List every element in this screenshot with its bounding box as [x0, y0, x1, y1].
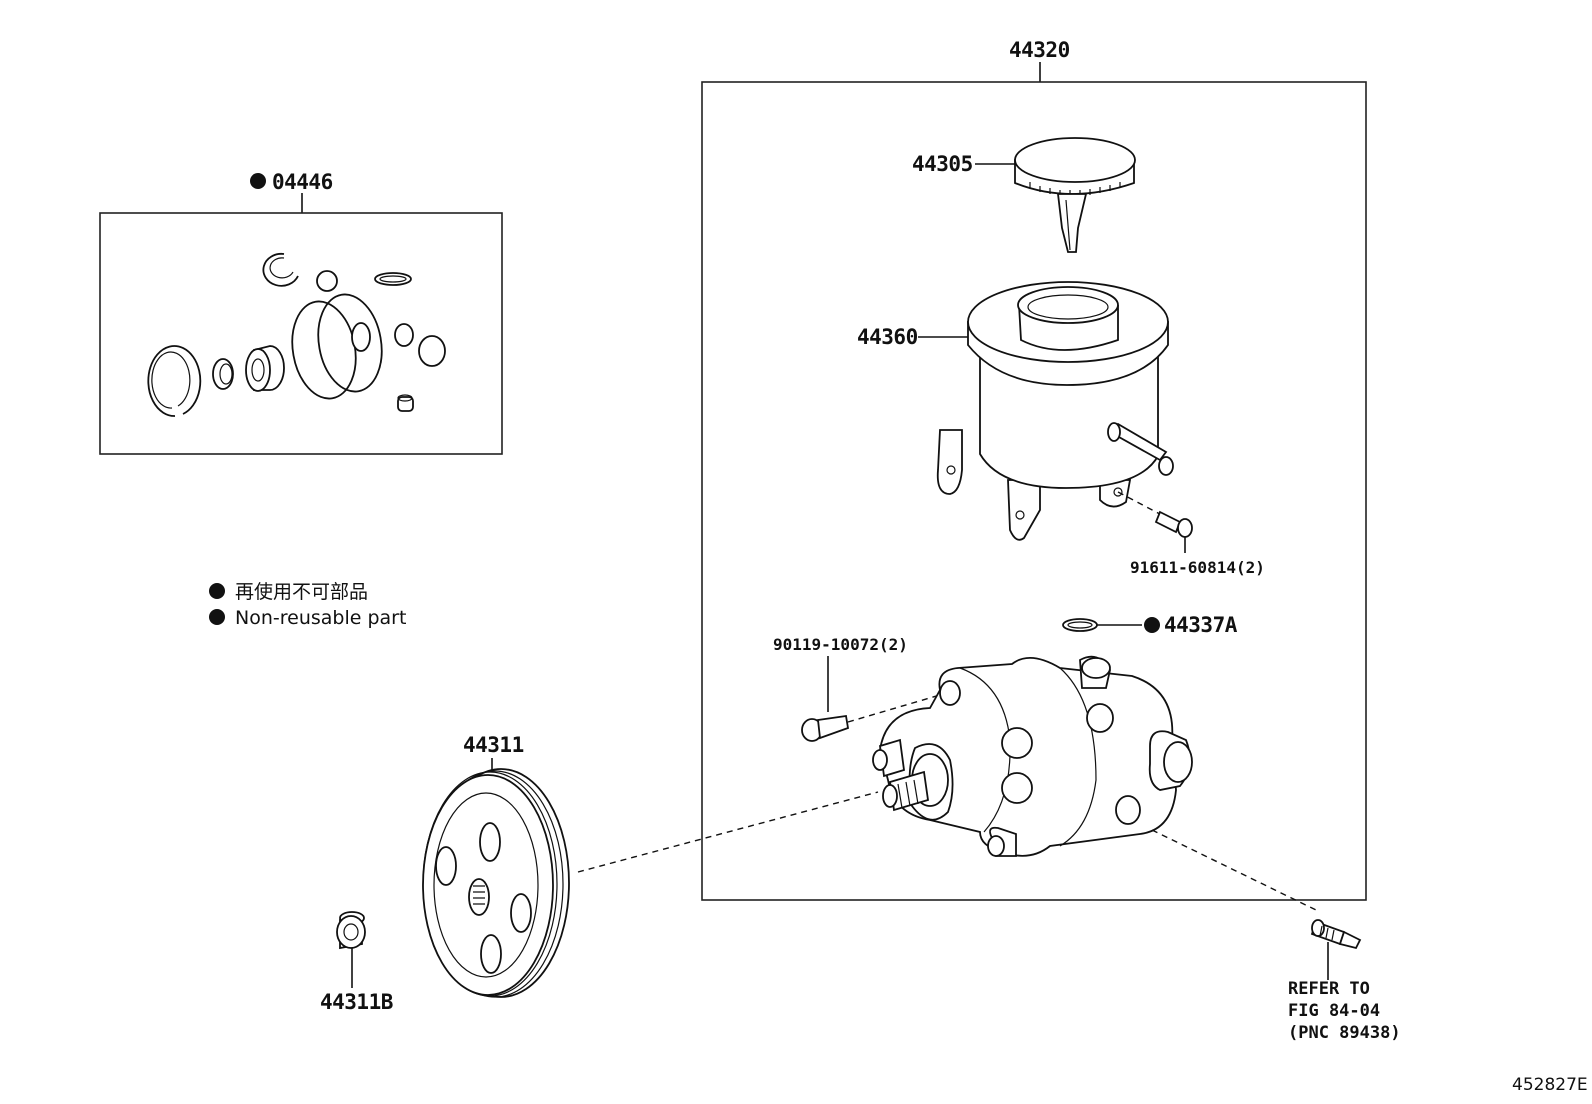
- pressure-sensor-group: REFER TO FIG 84-04 (PNC 89438): [1288, 919, 1401, 1043]
- non-reusable-marker-icon: [1144, 617, 1160, 633]
- large-snap-ring-icon: [147, 345, 202, 417]
- part-label-44311B[interactable]: 44311B: [320, 990, 393, 1014]
- seal-disc-icon: [351, 322, 371, 352]
- plug-icon: [397, 396, 414, 412]
- seal-kit-box: [99, 212, 503, 455]
- part-label-44305[interactable]: 44305: [912, 152, 973, 176]
- spring-ring-icon: [212, 358, 234, 390]
- non-reusable-marker-icon: [209, 583, 225, 599]
- part-label-44311[interactable]: 44311: [463, 733, 524, 757]
- refer-line-2[interactable]: FIG 84-04: [1288, 1001, 1380, 1021]
- small-o-ring-icon: [394, 323, 414, 347]
- non-reusable-marker-icon: [209, 609, 225, 625]
- legend-jp: 再使用不可部品: [235, 581, 368, 603]
- refer-line-3: (PNC 89438): [1288, 1023, 1401, 1043]
- part-label-44320[interactable]: 44320: [1009, 38, 1070, 62]
- part-label-44337A[interactable]: 44337A: [1164, 613, 1238, 637]
- large-o-ring-icon: [291, 300, 357, 400]
- small-o-ring-icon: [418, 335, 446, 367]
- refer-line-1: REFER TO: [1288, 979, 1370, 999]
- small-o-ring-icon: [316, 270, 338, 292]
- part-label-91611-60814[interactable]: 91611-60814(2): [1130, 558, 1265, 577]
- diagram-id: 452827E: [1512, 1075, 1588, 1095]
- snap-ring-icon: [262, 252, 299, 287]
- legend-en: Non-reusable part: [235, 607, 406, 629]
- seal-kit-group: 04446: [99, 170, 503, 455]
- pump-assembly-group: 44320 44305 44360: [701, 38, 1367, 901]
- reservoir-tank-icon: [936, 281, 1174, 541]
- pressure-sensor-icon: [1310, 919, 1362, 950]
- non-reusable-marker-icon: [250, 173, 266, 189]
- part-label-44360[interactable]: 44360: [857, 325, 918, 349]
- flat-o-ring-icon: [374, 272, 412, 286]
- part-label-90119-10072[interactable]: 90119-10072(2): [773, 635, 908, 654]
- pulley-icon: [422, 768, 570, 998]
- part-label-04446[interactable]: 04446: [272, 170, 333, 194]
- pulley-nut-group: 44311B: [320, 911, 393, 1014]
- bushing-face-icon: [245, 348, 271, 392]
- pulley-hub-icon: [468, 878, 490, 916]
- pump-assembly-box: [701, 81, 1367, 901]
- nut-icon: [336, 911, 366, 950]
- pump-body-icon: [872, 655, 1193, 857]
- pulley-group: 44311: [422, 733, 570, 998]
- reservoir-cap-icon: [1014, 137, 1136, 253]
- large-o-ring-icon: [317, 293, 383, 393]
- legend: 再使用不可部品 Non-reusable part: [209, 581, 406, 629]
- bolt-icon: [1154, 510, 1193, 538]
- bolt-icon: [801, 714, 850, 742]
